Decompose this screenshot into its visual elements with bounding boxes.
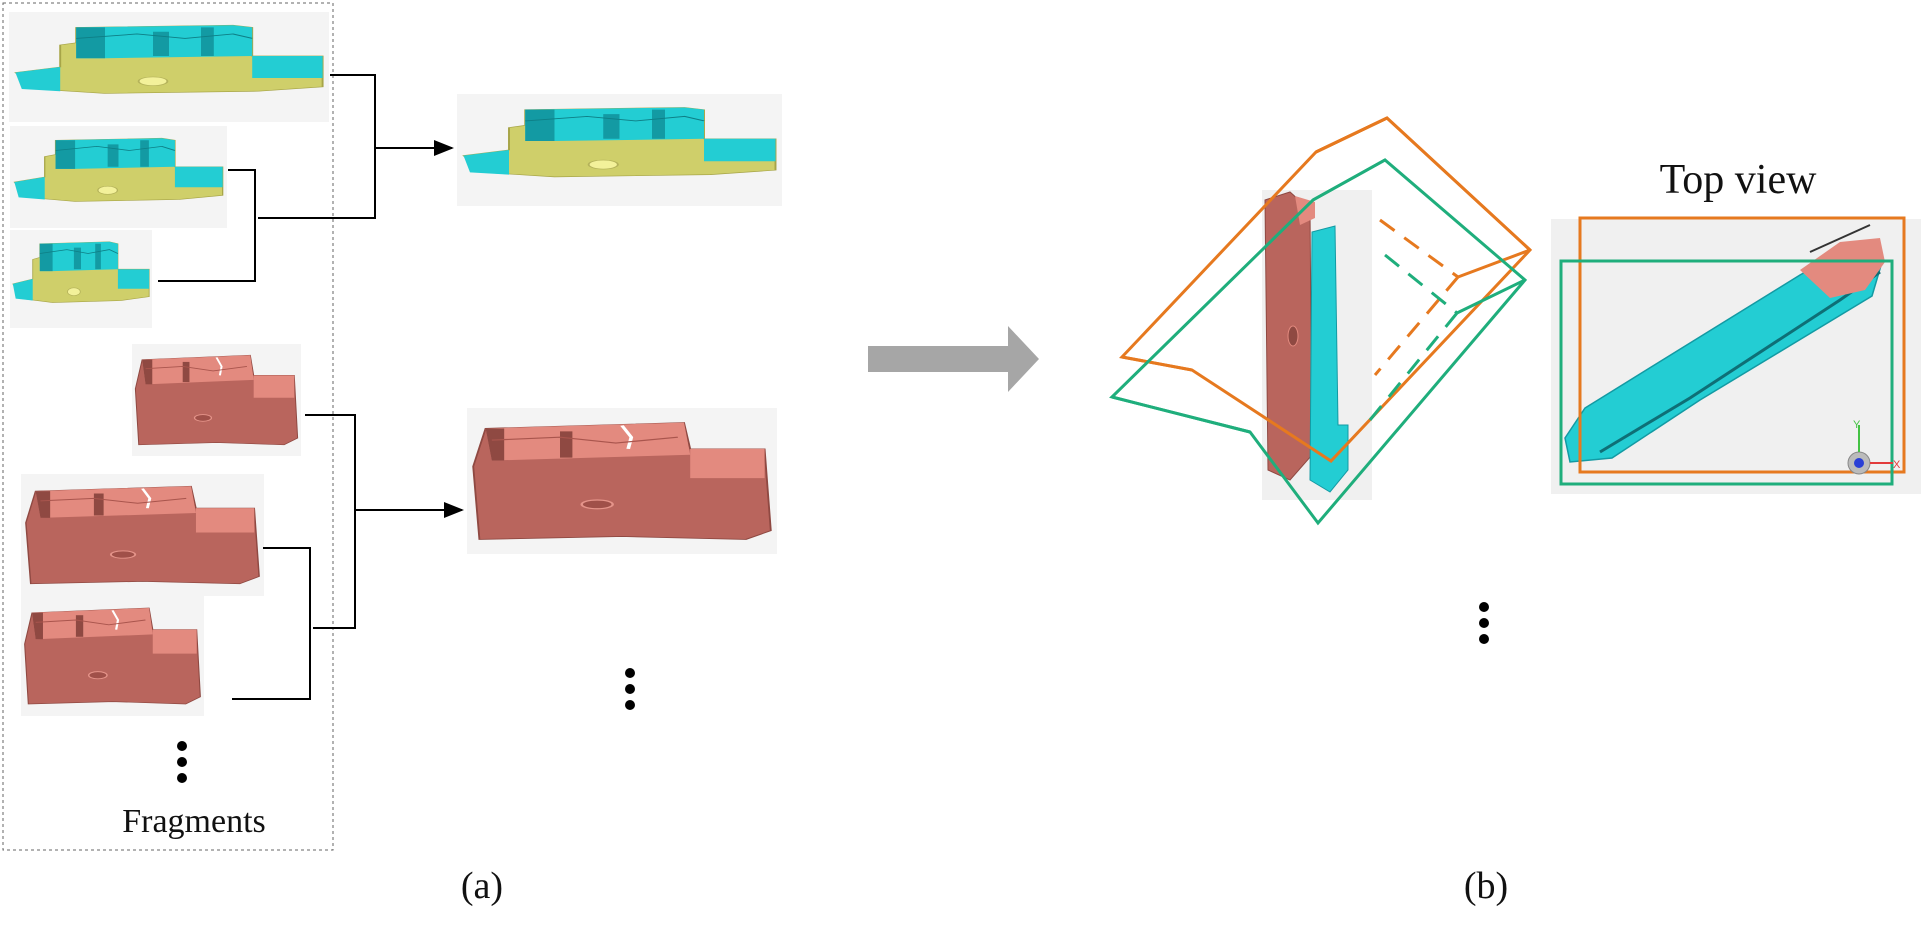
fragment-cyan-3 <box>9 229 153 329</box>
connector-line <box>258 74 376 219</box>
connector-line <box>305 414 356 629</box>
svg-text:X: X <box>1893 459 1901 471</box>
top-view-orange-box <box>1578 216 1906 474</box>
xyz-axis-gizmo-icon: Y X <box>1847 419 1901 475</box>
panel-b-label: (b) <box>1464 865 1508 907</box>
merged-cyan-mesh <box>455 92 784 208</box>
panel-a-label: (a) <box>461 865 503 907</box>
fragments-label: Fragments <box>122 803 266 840</box>
fragment-brick-1 <box>130 342 303 458</box>
top-view-green-box <box>1559 259 1894 486</box>
fragments-dashed-box <box>2 2 334 851</box>
connector-line <box>232 547 311 700</box>
top-view-edge <box>1809 224 1871 253</box>
fragment-cyan-2 <box>8 124 229 230</box>
svg-text:Y: Y <box>1853 419 1861 431</box>
vertical-ellipsis-icon <box>177 741 187 783</box>
top-view-title: Top view <box>1660 157 1818 203</box>
green-bounding-box <box>1109 158 1528 526</box>
cyan-slab <box>1309 225 1349 493</box>
fragment-brick-2 <box>19 472 266 598</box>
orange-bounding-box <box>1119 116 1533 463</box>
top-view-brick <box>1800 238 1885 298</box>
vertical-ellipsis-icon <box>625 668 635 710</box>
connector-line <box>158 169 256 282</box>
fragment-cyan-1 <box>7 10 331 124</box>
merged-brick-mesh <box>465 406 779 556</box>
vertical-ellipsis-icon <box>1479 602 1489 644</box>
slab-marker <box>1287 325 1299 347</box>
transition-arrow <box>868 326 1039 392</box>
top-view-cyan-mesh <box>1564 247 1883 463</box>
fragment-brick-3 <box>19 594 206 718</box>
